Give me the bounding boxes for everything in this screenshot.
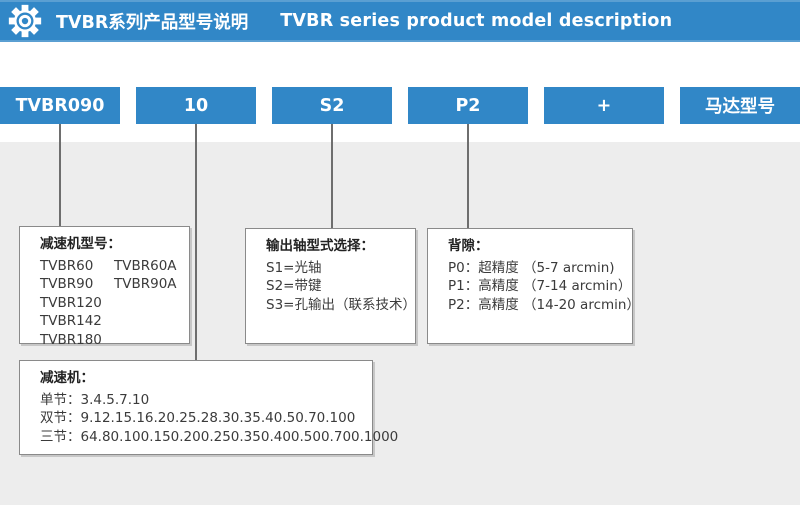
list-item: P2：高精度 （14-20 arcmin） — [448, 296, 640, 313]
gearbox-model-cell: TVBR120 — [40, 294, 102, 311]
model-segment-plus: + — [544, 87, 664, 124]
list-item: 三节：64.80.100.150.200.250.350.400.500.700… — [40, 428, 399, 445]
list-item: TVBR180 — [40, 331, 179, 350]
list-item: TVBR60 TVBR60A — [40, 257, 179, 276]
gearbox-model-cell: TVBR180 — [40, 331, 102, 348]
list-item: S3=孔输出（联系技术） — [266, 296, 416, 313]
gear-icon — [8, 4, 42, 38]
panel-backlash-title: 背隙： — [448, 238, 489, 254]
list-item: TVBR120 — [40, 294, 179, 313]
model-segment-backlash: P2 — [408, 87, 528, 124]
list-item: S2=带键 — [266, 278, 322, 294]
header-bar: TVBR系列产品型号说明 TVBR series product model d… — [0, 0, 800, 42]
model-segment-gearbox: TVBR090 — [0, 87, 120, 124]
list-item: 单节：3.4.5.7.10 — [40, 391, 150, 408]
model-code-row: TVBR090 10 S2 P2 + 马达型号 — [0, 87, 800, 124]
page-title-zh: TVBR系列产品型号说明 — [56, 12, 249, 33]
panel-gearbox-title: 减速机型号： — [40, 236, 121, 252]
list-item: P1：高精度 （7-14 arcmin） — [448, 278, 632, 294]
connector-line-gearbox — [59, 124, 61, 226]
page-title-en: TVBR series product model description — [280, 11, 673, 31]
gearbox-model-cell: TVBR90 — [40, 276, 94, 292]
panel-backlash: 背隙： P0：超精度 （5-7 arcmin) P1：高精度 （7-14 arc… — [427, 228, 640, 344]
connector-line-ratio — [195, 124, 197, 360]
connector-line-shaft — [331, 124, 333, 228]
gearbox-model-cell: TVBR60A — [114, 257, 177, 274]
list-item: 双节：9.12.15.16.20.25.28.30.35.40.50.70.10… — [40, 410, 356, 426]
model-segment-motor: 马达型号 — [680, 87, 800, 124]
panel-output-shaft: 输出轴型式选择： S1=光轴 S2=带键 S3=孔输出（联系技术） — [245, 228, 416, 344]
list-item: TVBR142 — [40, 312, 179, 331]
gearbox-model-cell: TVBR90A — [114, 276, 177, 292]
gearbox-model-cell: TVBR142 — [40, 313, 102, 329]
list-item: TVBR90 TVBR90A — [40, 275, 179, 294]
gearbox-model-cell: TVBR60 — [40, 257, 94, 274]
model-segment-ratio: 10 — [136, 87, 256, 124]
list-item: P0：超精度 （5-7 arcmin) — [448, 259, 615, 276]
panel-gearbox-model: 减速机型号： TVBR60 TVBR60A TVBR90 TVBR90A TVBR1… — [19, 226, 190, 348]
panel-reducer-stages: 减速机： 单节：3.4.5.7.10 双节：9.12.15.16.20.25.2… — [19, 360, 399, 455]
panel-ratio-title: 减速机： — [40, 370, 94, 386]
list-item: S1=光轴 — [266, 259, 322, 276]
model-segment-shaft: S2 — [272, 87, 392, 124]
panel-shaft-title: 输出轴型式选择： — [266, 238, 374, 254]
connector-line-backlash — [467, 124, 469, 228]
